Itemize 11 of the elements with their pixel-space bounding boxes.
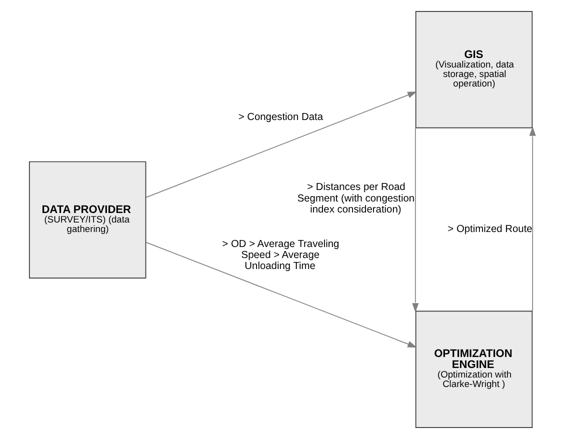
node-box: OPTIMIZATION ENGINE (Optimization with Clarke-Wright ) xyxy=(414,310,532,428)
arrow xyxy=(145,242,416,348)
arrow xyxy=(528,126,536,312)
edge-label: > Congestion Data xyxy=(238,112,322,124)
node-box: DATA PROVIDER (SURVEY/ITS) (data gathering) xyxy=(28,161,146,279)
node-box: GIS (Visualization, data storage, spatial operation) xyxy=(414,11,532,128)
edge-label: > OD > Average Traveling Speed > Average Unloading Time xyxy=(222,238,339,272)
edge-label: > Distances per Road Segment (with congestion index consideration) xyxy=(296,182,414,216)
edge-label: > Optimized Route xyxy=(447,224,532,235)
arrow xyxy=(145,92,416,198)
arrow xyxy=(412,127,418,313)
